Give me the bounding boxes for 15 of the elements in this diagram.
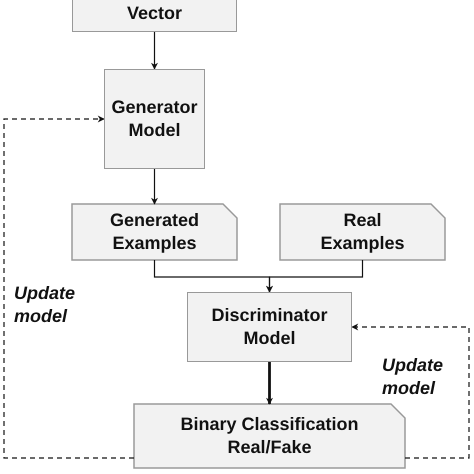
process-box: [72, 0, 237, 32]
node-text: Real Examples: [319, 209, 406, 255]
arrow: [151, 169, 158, 205]
arrow: [266, 362, 273, 405]
process-box: [104, 69, 205, 169]
node-text: Vector: [126, 2, 184, 24]
arrow: [151, 32, 158, 70]
arrow: [351, 324, 470, 459]
node-text: Discriminator Model: [210, 304, 329, 350]
arrow: [3, 116, 134, 459]
process-box: [187, 292, 352, 362]
arrow: [266, 260, 364, 293]
node-text: Generator Model: [110, 96, 199, 142]
node-text: Generated Examples: [108, 209, 200, 255]
node-text: Binary Classification Real/Fake: [179, 413, 360, 459]
